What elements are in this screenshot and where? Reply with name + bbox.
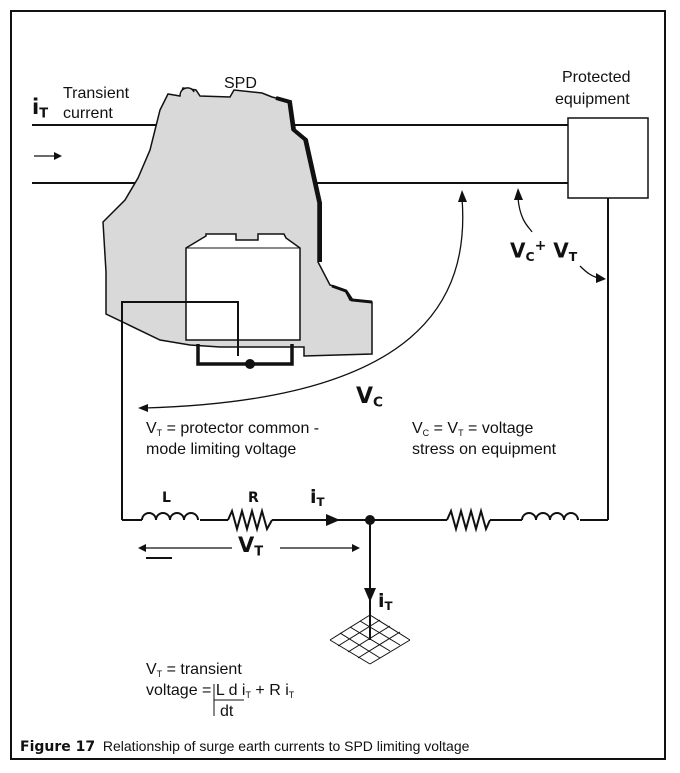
loop-current-arrow xyxy=(326,514,340,526)
resistor-left xyxy=(227,507,273,533)
spd-edge xyxy=(275,96,322,262)
spd-label: SPD xyxy=(224,75,257,92)
equipment-label: equipment xyxy=(555,91,630,108)
it-label-earth: iT xyxy=(378,590,393,613)
vt-span-arrow xyxy=(146,547,352,559)
vcvt-curve-up xyxy=(517,197,533,233)
caption-figure-number: Figure 17 xyxy=(20,739,96,755)
vt-label: VT xyxy=(238,533,264,560)
spd-earth-lead xyxy=(121,301,239,356)
caption-text: Relationship of surge earth currents to … xyxy=(102,738,470,754)
current-label: current xyxy=(63,105,113,122)
protector-note-line2: mode limiting voltage xyxy=(146,441,297,458)
inductor-l-label: L xyxy=(162,490,171,506)
vt-arrow-right xyxy=(352,544,360,552)
it-label-loop: iT xyxy=(310,486,325,509)
protector-note-line1: VT = protector common - xyxy=(146,420,320,438)
protected-equipment-box xyxy=(567,117,649,199)
vcvt-arrow-up xyxy=(514,188,523,200)
earth-grid xyxy=(329,614,411,665)
vcvt-arrow-right xyxy=(596,273,606,283)
stress-note-line1: VC = VT = voltage xyxy=(412,420,534,438)
spd-junction-dot xyxy=(245,359,255,369)
transient-note-line2: voltage = L d iT + R iT xyxy=(146,682,295,700)
earth-circuit xyxy=(121,198,609,521)
incoming-current-arrow xyxy=(34,152,62,160)
vc-vt-label: VC+ VT xyxy=(510,238,578,264)
vt-arrow-left xyxy=(138,544,146,552)
protected-label: Protected xyxy=(562,69,631,86)
vc-label: VC xyxy=(356,384,384,411)
transient-note-line1: VT = transient xyxy=(146,661,242,679)
resistor-r-label: R xyxy=(248,490,259,506)
inductor-left xyxy=(141,512,199,521)
transient-label: Transient xyxy=(63,85,130,102)
it-label-input: iT xyxy=(32,95,49,122)
inductor-right xyxy=(521,512,579,521)
stress-note-line2: stress on equipment xyxy=(412,441,557,458)
vc-arrow-up xyxy=(458,190,467,202)
spd-terminal-block xyxy=(185,233,301,341)
resistor-right xyxy=(446,507,491,533)
figure-caption: Figure 17 Relationship of surge earth cu… xyxy=(20,738,469,755)
vcvt-curve-down xyxy=(579,265,599,279)
vc-arrow-left xyxy=(138,404,148,412)
transient-note-dt: dt xyxy=(220,703,234,720)
figure-frame xyxy=(10,10,666,760)
spd-nub xyxy=(179,87,195,97)
spd-edge-lower xyxy=(331,284,373,304)
earth-current-arrow xyxy=(364,588,376,602)
vc-curve xyxy=(144,197,464,409)
